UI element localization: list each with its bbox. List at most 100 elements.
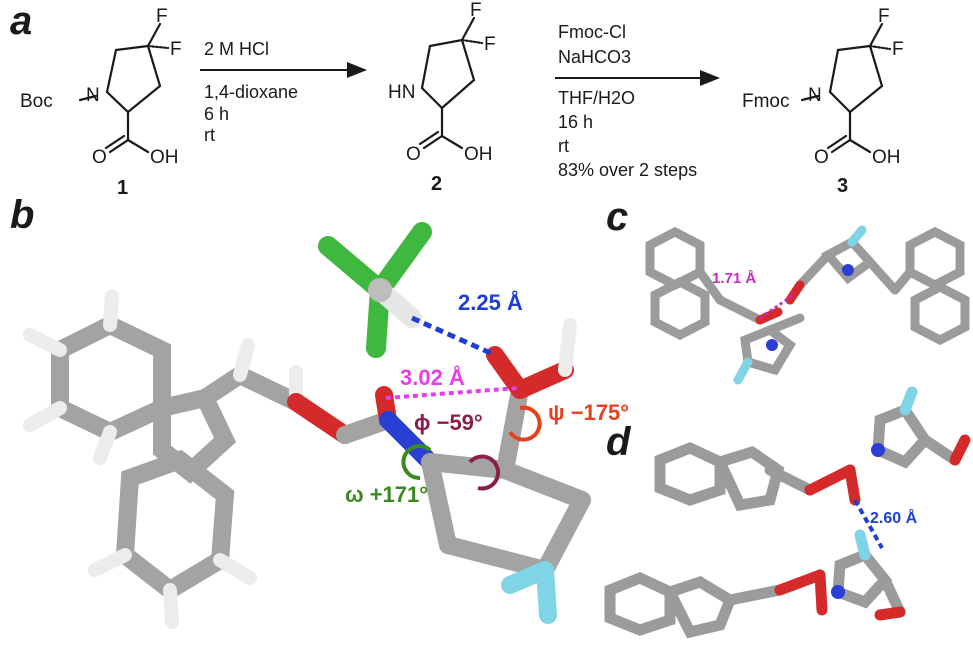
acid-h <box>558 318 577 377</box>
step2-temp: rt <box>558 136 569 156</box>
stick <box>695 267 725 305</box>
f-stick <box>854 529 871 561</box>
c-oh-bond <box>126 138 150 154</box>
compound-2: HN F F O OH 2 <box>388 0 496 195</box>
psi-arrow <box>508 405 542 442</box>
psi-angle: ψ −175° <box>548 400 629 425</box>
fluorene-ring <box>712 445 785 512</box>
panel-label-c: c <box>606 195 628 239</box>
c-f-bond <box>460 16 476 42</box>
phi-arrow <box>468 454 501 491</box>
contact-line <box>759 294 793 320</box>
f-label-2: F <box>170 39 182 60</box>
o-stick <box>287 393 354 444</box>
stick <box>865 257 900 295</box>
fluorene-ring-left <box>51 314 171 442</box>
pyrrolidine-ring-3 <box>828 44 884 114</box>
fluorene-ring <box>905 226 965 291</box>
f-stick <box>847 225 867 247</box>
n-pi-distance: 3.02 Å <box>400 364 465 390</box>
compound-number-3: 3 <box>837 175 848 197</box>
compound-3: Fmoc N F F O OH 3 <box>742 6 904 197</box>
f-label-1: F <box>156 6 168 27</box>
contact-distance-c: 1.71 Å <box>712 270 756 287</box>
proline-ring <box>421 381 591 579</box>
acid-o-stick <box>874 606 906 621</box>
proline-ring <box>832 548 893 609</box>
hn-label: HN <box>388 82 415 103</box>
c-o-double-bond <box>422 134 444 150</box>
c-o-double-bond-2 <box>826 134 848 150</box>
fluorene-ring <box>910 281 970 346</box>
o-stick <box>755 307 783 325</box>
stick <box>724 584 786 606</box>
chloroform-carbon <box>368 278 392 302</box>
fluorene-ring <box>662 575 737 639</box>
panel-label-d: d <box>606 420 632 464</box>
oh-label: OH <box>872 147 901 168</box>
hbond-line <box>410 315 497 358</box>
c-f-bond <box>868 22 884 48</box>
o-label: O <box>406 144 421 165</box>
pyrrolidine-ring-1 <box>105 44 162 114</box>
compound-number-2: 2 <box>431 173 442 195</box>
n-ca-stick <box>421 453 514 479</box>
panel-a: a Boc N F F O OH 1 2 M HCl 1,4-dioxane 6… <box>10 0 904 199</box>
h-stick <box>233 338 255 382</box>
step2-solvent: THF/H2O <box>558 88 635 108</box>
contact-line <box>853 499 884 549</box>
step1-time: 6 h <box>204 104 229 124</box>
f-label-1: F <box>470 0 482 21</box>
panel-c: c 1.71 Å <box>606 195 970 385</box>
dimer-c-sticks <box>645 226 970 376</box>
step2-time: 16 h <box>558 112 593 132</box>
n-label: N <box>808 85 822 106</box>
c-f-hashed-bond <box>868 44 892 51</box>
h-stick <box>163 583 179 629</box>
c-f-hashed-bond <box>460 38 484 45</box>
c-o-double-bond-2 <box>104 134 126 150</box>
stick <box>879 574 906 618</box>
contact-distance-d: 2.60 Å <box>870 508 918 527</box>
stick <box>715 295 765 325</box>
panel-d: d 2.60 Å <box>604 386 971 639</box>
fluorene-ring <box>654 442 726 506</box>
h-stick <box>88 548 132 577</box>
f-stick <box>899 386 918 416</box>
cd-n-stick <box>421 453 457 554</box>
step2-yield: 83% over 2 steps <box>558 160 697 180</box>
step1-solvent: 1,4-dioxane <box>204 82 298 102</box>
chloroform-molecule <box>318 222 432 358</box>
phi-angle: ϕ −59° <box>414 410 483 435</box>
f-label-2: F <box>892 39 904 60</box>
panel-label-b: b <box>10 193 34 237</box>
fluorene-ring <box>604 572 676 636</box>
oh-label: OH <box>464 144 493 165</box>
stick <box>795 250 833 290</box>
step2-base: NaHCO3 <box>558 47 631 67</box>
step1-temp: rt <box>204 125 215 145</box>
carbamate-o-stick <box>804 464 856 496</box>
fluorene-hydrogens <box>23 289 303 629</box>
carbonyl-o-stick <box>814 569 828 616</box>
f-stick <box>733 357 753 385</box>
fmoc-label: Fmoc <box>742 91 790 112</box>
stick <box>890 267 915 295</box>
f-label-1: F <box>878 6 890 27</box>
c-o-double-bond <box>108 138 130 154</box>
boc-label: Boc <box>20 91 53 112</box>
stick <box>765 313 805 335</box>
oh-label: OH <box>150 147 179 168</box>
n-fmoc-bond <box>800 94 820 102</box>
compound-1: Boc N F F O OH 1 <box>20 6 182 199</box>
n-atom <box>766 339 778 351</box>
carbonyl-o-stick <box>844 464 861 506</box>
fluorene-ring <box>645 226 705 291</box>
c-o-double-bond <box>830 138 852 154</box>
pyrrolidine-ring-2 <box>420 38 476 110</box>
c-f-hashed-bond <box>146 44 170 50</box>
stick <box>919 434 961 466</box>
o-label: O <box>92 147 107 168</box>
panel-b: b <box>10 193 629 629</box>
